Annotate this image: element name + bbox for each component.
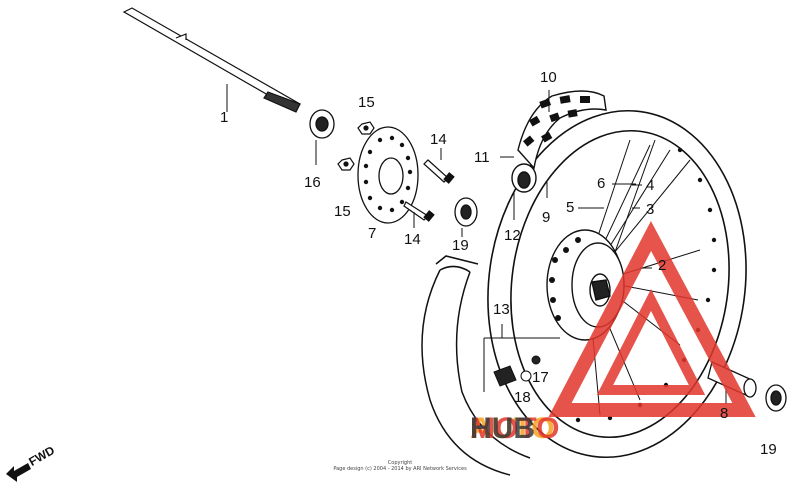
watermark-moto: MOTO (470, 412, 560, 445)
callout-7: 7 (368, 225, 377, 242)
callout-13: 13 (493, 301, 510, 318)
watermark-hub: HUB (470, 412, 535, 445)
callout-11: 11 (474, 149, 490, 166)
tire-section (511, 90, 607, 193)
callout-10: 10 (540, 69, 557, 86)
callout-8: 8 (720, 405, 729, 422)
inner-tube (421, 255, 531, 476)
valve-group (483, 324, 560, 392)
nut-15b (337, 157, 355, 171)
leader-lines (500, 90, 652, 269)
callout-16: 16 (304, 174, 321, 191)
callout-6: 6 (597, 175, 606, 192)
nut-15a (357, 121, 375, 135)
callout-9: 9 (542, 209, 551, 226)
callout-19b: 19 (760, 441, 777, 458)
bearing-19b (765, 384, 787, 412)
callout-15b: 15 (334, 203, 351, 220)
bolt-14a (423, 159, 455, 184)
bearing-16 (309, 109, 335, 139)
callout-5: 5 (566, 199, 575, 216)
axle (122, 7, 301, 113)
copyright-notice: Copyright Page design (c) 2004 - 2014 by… (300, 460, 500, 472)
callout-17: 17 (532, 369, 549, 386)
arrow-left-icon (6, 463, 31, 482)
callout-14b: 14 (404, 231, 421, 248)
brake-disc (357, 126, 419, 224)
callout-15a: 15 (358, 94, 375, 111)
callout-3: 3 (646, 201, 655, 218)
callout-4: 4 (646, 177, 655, 194)
copyright-line-1: Copyright (387, 460, 413, 466)
callout-18: 18 (514, 389, 531, 406)
callout-1: 1 (220, 109, 229, 126)
bolt-14b (403, 201, 435, 222)
copyright-line-2: Page design (c) 2004 - 2014 by ARI Netwo… (333, 466, 467, 472)
callout-19a: 19 (452, 237, 469, 254)
callout-2: 2 (658, 257, 667, 274)
callout-14a: 14 (430, 131, 447, 148)
callout-12: 12 (504, 227, 521, 244)
watermark-auto: AUTO (470, 412, 555, 445)
bearing-19a (454, 197, 478, 227)
watermark-logo (548, 221, 756, 417)
